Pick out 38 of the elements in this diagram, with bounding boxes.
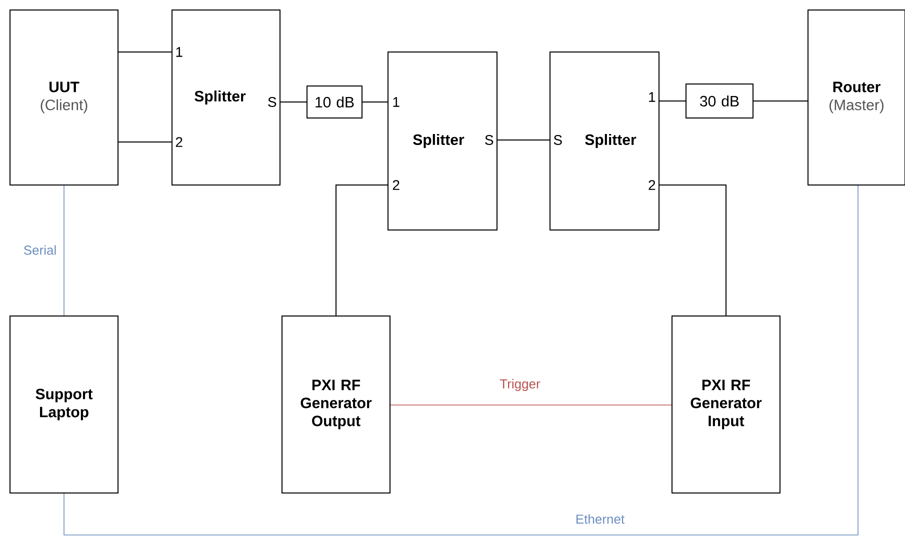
device-box: [10, 10, 119, 186]
edge-label: Trigger: [498, 378, 542, 392]
connector-line: [659, 184, 726, 316]
device-box: [808, 10, 905, 186]
edge-label: Ethernet: [574, 513, 626, 525]
node-text: 10 dB: [316, 96, 354, 108]
node-text: PXI RF Generator Output: [300, 380, 372, 430]
node-text: PXI RF Generator Input: [690, 380, 762, 430]
port-label: S: [485, 135, 494, 145]
splitter-box: [172, 10, 280, 186]
splitter-box: [550, 52, 660, 230]
connector-line: [390, 404, 672, 406]
node-text: 30 dB: [700, 96, 739, 106]
port-label: 2: [648, 180, 656, 190]
port-label: S: [268, 97, 276, 107]
node-text: Router (Master): [830, 82, 884, 114]
generator-box: [672, 316, 780, 494]
connector-line: [336, 184, 388, 316]
port-label: S: [554, 135, 562, 145]
node-text: Splitter: [413, 134, 464, 148]
connector-line: [64, 185, 858, 536]
connector-line: [753, 100, 808, 102]
connector-line: [659, 100, 686, 102]
port-label: 2: [392, 180, 400, 190]
edge-label: Serial: [22, 244, 58, 256]
port-label: 1: [393, 97, 400, 107]
port-label: 1: [649, 92, 656, 102]
port-label: 2: [176, 137, 182, 147]
attenuator-box: [686, 84, 754, 118]
device-box: [10, 316, 119, 494]
node-text: Splitter: [194, 90, 246, 104]
node-text: Splitter: [585, 134, 636, 148]
attenuator-box: [306, 86, 362, 118]
generator-box: [282, 316, 390, 494]
node-text: UUT (Client): [40, 82, 88, 114]
node-text: Support Laptop: [36, 388, 93, 420]
port-label: 1: [176, 47, 182, 57]
splitter-box: [388, 52, 498, 230]
